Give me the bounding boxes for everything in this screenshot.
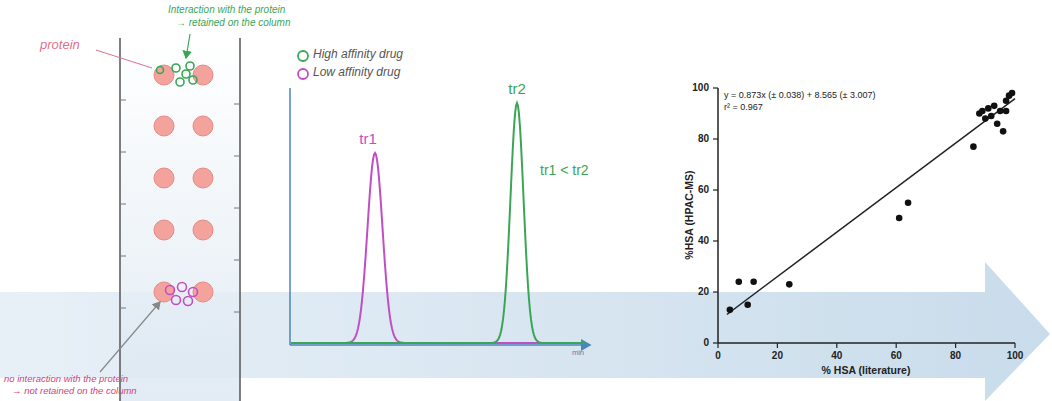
axis-unit: min: [572, 349, 584, 358]
tick-label: 60: [891, 350, 902, 362]
legend-text: High affinity drug: [313, 48, 403, 62]
leader-line: [96, 50, 152, 68]
peak-low-affinity: [291, 153, 585, 343]
annotation: → not retained on the column: [12, 386, 137, 397]
tick-label: 100: [1007, 350, 1024, 362]
data-points: [727, 90, 1016, 313]
axis-title: % HSA (literature): [822, 364, 911, 376]
tick-label: 20: [772, 350, 783, 362]
leader-line: [186, 34, 190, 58]
tick-label: 40: [698, 235, 709, 247]
annotation: → retained on the column: [176, 17, 291, 29]
high-affinity-drugs: [157, 62, 198, 86]
tick-label: 0: [715, 350, 721, 362]
leader-line: [100, 302, 160, 372]
protein-beads: [154, 65, 213, 302]
tick-label: 40: [831, 350, 842, 362]
low-affinity-drugs: [166, 283, 198, 306]
peak-label: tr1: [359, 130, 377, 147]
peak-comparison: tr1 < tr2: [540, 162, 589, 178]
legend-symbol: [298, 69, 308, 79]
r-squared: r² = 0.967: [724, 102, 763, 112]
annotation: no interaction with the protein: [4, 374, 128, 385]
part-label: protein: [40, 38, 80, 53]
tick-label: 80: [698, 133, 709, 145]
legend-text: Low affinity drug: [313, 66, 400, 80]
tick-label: 0: [703, 337, 709, 349]
tick-label: 80: [950, 350, 961, 362]
peak-label: tr2: [508, 80, 526, 97]
peak-high-affinity: [291, 103, 585, 343]
axis-title: %HSA (HPAC-MS): [683, 170, 695, 259]
tick-label: 60: [698, 184, 709, 196]
regression-line: [727, 99, 1015, 315]
legend-symbol: [298, 51, 308, 61]
regression-equation: y = 0.873x (± 0.038) + 8.565 (± 3.007): [724, 90, 875, 100]
column: [120, 38, 240, 401]
tick-label: 20: [698, 286, 709, 298]
scatter-axes: [718, 88, 1015, 343]
annotation: Interaction with the protein: [168, 4, 285, 16]
tick-label: 100: [692, 82, 709, 94]
